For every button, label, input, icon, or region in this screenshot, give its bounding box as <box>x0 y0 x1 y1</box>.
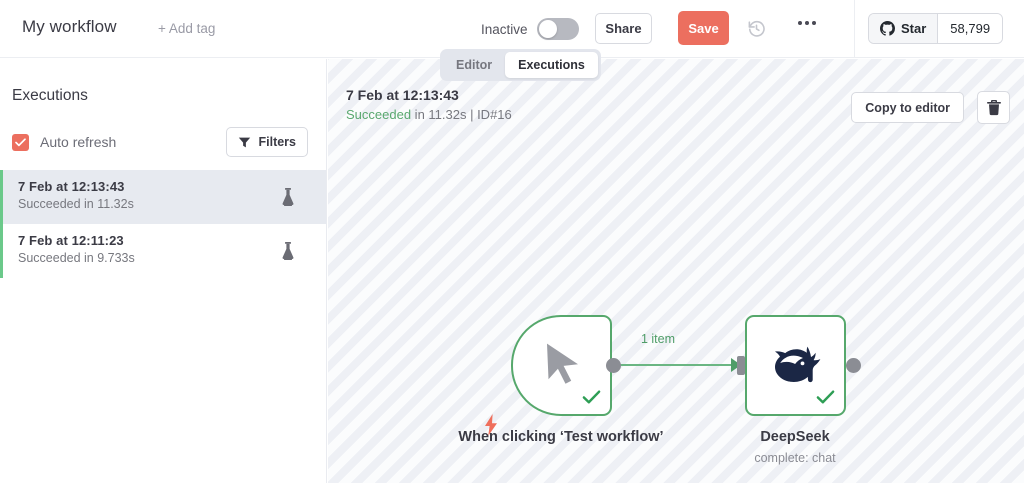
activation-toggle[interactable] <box>536 18 579 40</box>
activation-toggle-group: Inactive <box>481 18 579 40</box>
header-divider <box>854 0 855 58</box>
connection-line <box>619 364 735 366</box>
github-star-count: 58,799 <box>938 14 1003 43</box>
save-button[interactable]: Save <box>678 11 729 45</box>
node-input-port[interactable] <box>737 356 745 375</box>
auto-refresh-label: Auto refresh <box>40 134 117 150</box>
check-icon <box>15 137 26 146</box>
sidebar-controls: Auto refresh Filters <box>12 127 308 157</box>
execution-detail-header: 7 Feb at 12:13:43 Succeeded in 11.32s | … <box>346 87 512 122</box>
lightning-bolt-icon <box>484 414 498 441</box>
copy-to-editor-button[interactable]: Copy to editor <box>851 92 964 123</box>
execution-detail-meta: in 11.32s | ID#16 <box>411 107 512 122</box>
filters-label: Filters <box>258 135 296 149</box>
add-tag-button[interactable]: + Add tag <box>158 21 216 36</box>
history-undo-icon[interactable] <box>747 19 766 38</box>
status-badge: Succeeded <box>346 107 412 122</box>
flask-test-icon <box>280 241 296 261</box>
editor-executions-tabs: Editor Executions <box>440 49 601 81</box>
github-mark-icon <box>880 21 895 36</box>
trash-icon <box>986 100 1001 116</box>
executions-sidebar: Executions Auto refresh Filters 7 Feb at <box>0 59 327 483</box>
node-deepseek[interactable] <box>745 315 846 416</box>
execution-actions: Copy to editor <box>851 91 1010 124</box>
execution-status: Succeeded in 11.32s <box>18 197 134 211</box>
share-button[interactable]: Share <box>595 13 652 44</box>
list-item[interactable]: 7 Feb at 12:13:43 Succeeded in 11.32s <box>0 170 326 224</box>
node-output-port-deepseek[interactable] <box>846 358 861 373</box>
check-success-icon <box>816 389 835 410</box>
sidebar-title: Executions <box>12 87 88 104</box>
node-subtitle-deepseek: complete: chat <box>754 451 836 465</box>
github-star-label: Star <box>901 21 927 36</box>
workflow-canvas[interactable]: 7 Feb at 12:13:43 Succeeded in 11.32s | … <box>328 59 1024 483</box>
page-title[interactable]: My workflow <box>22 17 117 36</box>
mouse-cursor-icon <box>545 342 582 394</box>
auto-refresh-checkbox[interactable] <box>12 133 29 151</box>
github-star-button[interactable]: Star 58,799 <box>868 13 1004 44</box>
execution-detail-status: Succeeded in 11.32s | ID#16 <box>346 107 512 122</box>
executions-list: 7 Feb at 12:13:43 Succeeded in 11.32s 7 … <box>0 170 326 278</box>
list-item[interactable]: 7 Feb at 12:11:23 Succeeded in 9.733s <box>0 224 326 278</box>
execution-datetime: 7 Feb at 12:13:43 <box>18 179 125 194</box>
node-output-port-trigger[interactable] <box>606 358 621 373</box>
delete-execution-button[interactable] <box>977 91 1010 124</box>
toggle-knob <box>538 20 557 38</box>
top-header: My workflow + Add tag Inactive Share Sav… <box>0 0 1024 58</box>
execution-datetime: 7 Feb at 12:11:23 <box>18 233 124 248</box>
node-label-deepseek: DeepSeek <box>760 429 830 445</box>
filters-button[interactable]: Filters <box>226 127 308 157</box>
node-label-trigger: When clicking ‘Test workflow’ <box>458 429 664 445</box>
connection-item-count: 1 item <box>640 332 676 346</box>
deepseek-whale-icon <box>771 343 824 392</box>
tab-editor[interactable]: Editor <box>456 58 493 72</box>
execution-detail-datetime: 7 Feb at 12:13:43 <box>346 87 459 103</box>
github-star-left[interactable]: Star <box>869 14 939 43</box>
tab-executions[interactable]: Executions <box>505 52 598 78</box>
filter-funnel-icon <box>239 137 251 147</box>
execution-status: Succeeded in 9.733s <box>18 251 135 265</box>
node-trigger-when-clicking-test-workflow[interactable] <box>511 315 612 416</box>
flask-test-icon <box>280 187 296 207</box>
auto-refresh-toggle[interactable]: Auto refresh <box>12 133 117 151</box>
activation-state-label: Inactive <box>481 21 528 37</box>
more-options-icon[interactable] <box>798 21 816 25</box>
check-success-icon <box>582 389 601 410</box>
connection-arrow-icon <box>731 358 741 372</box>
